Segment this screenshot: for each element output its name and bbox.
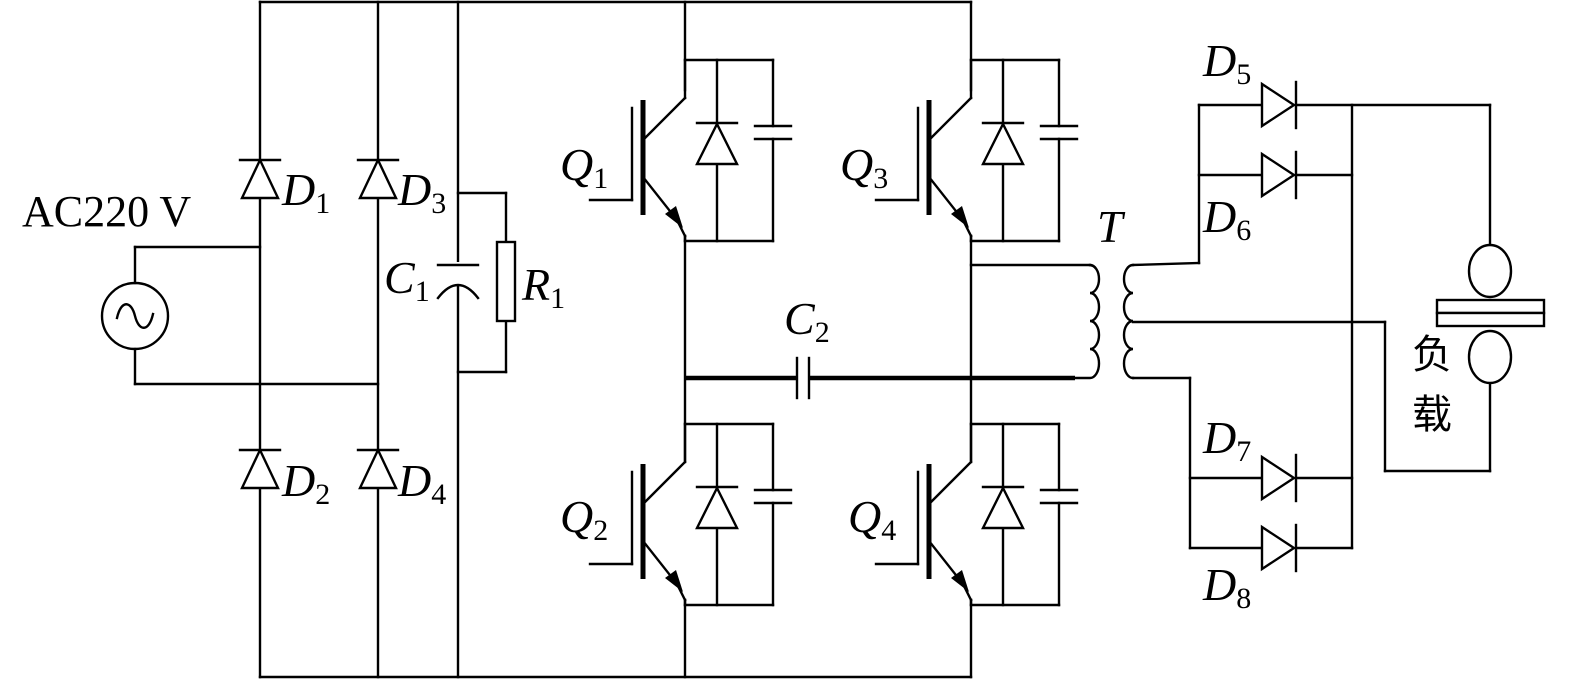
igbt-q2 (588, 422, 793, 607)
label-q2: Q2 (560, 491, 608, 547)
label-r1: R1 (521, 259, 565, 315)
label-c2: C2 (784, 293, 830, 349)
igbt-q3 (874, 58, 1079, 243)
label-c1: C1 (384, 252, 430, 308)
capacitor-c2 (795, 356, 811, 400)
label-transformer: T (1097, 201, 1126, 252)
load-label-line1: 负 (1412, 332, 1452, 378)
label-d4: D4 (397, 455, 446, 511)
igbt-q1 (588, 58, 793, 243)
resistor-r1 (495, 240, 517, 323)
diode-d5 (1260, 80, 1298, 130)
ac-source-label: AC220 V (22, 187, 191, 236)
label-d7: D7 (1202, 412, 1251, 468)
wires (133, 0, 1492, 679)
label-q1: Q1 (560, 139, 608, 195)
load-label-line2: 载 (1412, 392, 1452, 438)
label-d5: D5 (1202, 35, 1251, 91)
diode-d4 (356, 447, 400, 490)
diode-d2 (238, 447, 282, 490)
igbt-switches (588, 58, 1079, 607)
diode-d1 (238, 157, 282, 200)
label-d8: D8 (1202, 559, 1251, 615)
transformer-t (1073, 263, 1135, 380)
diode-d3 (356, 157, 400, 200)
label-q3: Q3 (840, 139, 888, 195)
diode-d6 (1260, 150, 1298, 200)
ac-source-icon (100, 281, 170, 351)
label-d3: D3 (397, 164, 446, 220)
diode-d7 (1260, 453, 1298, 503)
igbt-q4 (874, 422, 1079, 607)
load-electrodes (1435, 243, 1546, 385)
label-d2: D2 (281, 455, 330, 511)
label-q4: Q4 (848, 491, 896, 547)
diode-d8 (1260, 523, 1298, 573)
label-d1: D1 (281, 164, 330, 220)
capacitor-c1 (436, 262, 480, 300)
label-d6: D6 (1202, 191, 1251, 247)
